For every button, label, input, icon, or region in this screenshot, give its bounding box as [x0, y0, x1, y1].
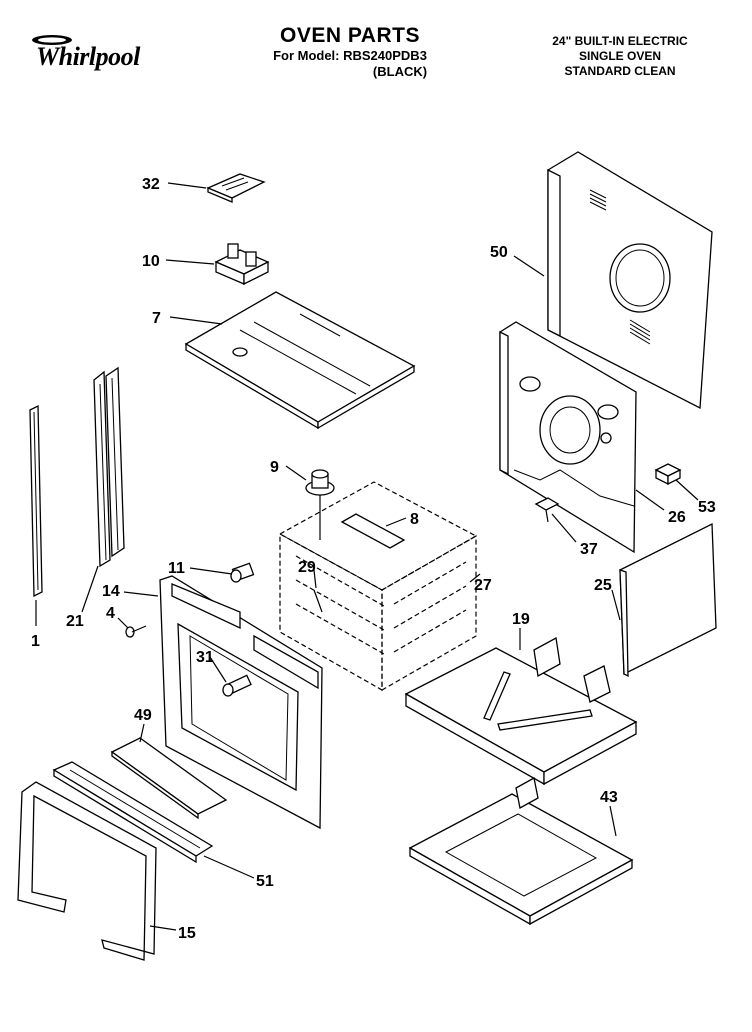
- part-53-bracket: [654, 463, 682, 486]
- callout-10: 10: [142, 253, 160, 270]
- callout-4: 4: [106, 605, 115, 622]
- part-19-oven-bottom: [404, 636, 638, 786]
- part-4-screw: [125, 625, 147, 638]
- callout-8: 8: [410, 511, 419, 528]
- brand-logo-text: Whirlpool: [36, 42, 140, 71]
- part-8-bake-element: [340, 513, 406, 549]
- callout-29: 29: [298, 559, 316, 576]
- spec-line-3: STANDARD CLEAN: [564, 64, 676, 78]
- callout-26: 26: [668, 509, 686, 526]
- callout-51: 51: [256, 873, 274, 890]
- part-1-strip: [29, 404, 43, 598]
- part-50-rear-panel: [547, 151, 713, 410]
- model-number: For Model: RBS240PDB3: [273, 48, 427, 63]
- callout-19: 19: [512, 611, 530, 628]
- callout-50: 50: [490, 244, 508, 261]
- part-11-lamp-socket: [230, 562, 255, 583]
- callout-labels: 32 10 7 50 9 8 53 26 37 11 29 27 25 14 4…: [31, 176, 716, 942]
- callout-14: 14: [102, 583, 120, 600]
- part-29-element: [313, 589, 323, 613]
- callout-37: 37: [580, 541, 598, 558]
- callout-31: 31: [196, 649, 214, 666]
- callout-53: 53: [698, 499, 716, 516]
- part-15-door-gasket: [17, 781, 157, 961]
- callout-9: 9: [270, 459, 279, 476]
- part-27-oven-cavity: [278, 481, 478, 692]
- part-32-label-plate: [206, 173, 266, 203]
- part-51-door-trim: [52, 761, 214, 864]
- callout-15: 15: [178, 925, 196, 942]
- part-21-side-trim: [93, 366, 125, 568]
- page-title: OVEN PARTS: [280, 24, 420, 47]
- model-color: (BLACK): [372, 64, 428, 79]
- spec-line-2: SINGLE OVEN: [578, 49, 661, 63]
- appliance-spec: 24" BUILT-IN ELECTRIC SINGLE OVEN STANDA…: [510, 34, 730, 79]
- part-37-sensor: [534, 497, 560, 523]
- part-9-vent: [305, 469, 335, 540]
- callout-32: 32: [142, 176, 160, 193]
- spec-line-1: 24" BUILT-IN ELECTRIC: [552, 34, 688, 48]
- callout-43: 43: [600, 789, 618, 806]
- whirlpool-logo-icon: [32, 35, 72, 45]
- part-14-front-frame: [159, 575, 323, 830]
- part-25-side-panel: [619, 522, 717, 678]
- part-49-vent-trim: [110, 737, 228, 820]
- callout-11: 11: [168, 560, 185, 577]
- callout-1: 1: [31, 633, 40, 650]
- part-43-bottom-tray: [408, 776, 634, 926]
- callout-7: 7: [152, 310, 161, 327]
- callout-25: 25: [594, 577, 612, 594]
- callout-21: 21: [66, 613, 84, 630]
- part-10-terminal-block: [214, 243, 270, 286]
- leader-lines: [35, 182, 699, 931]
- part-26-rear-inner-panel: [499, 321, 637, 554]
- part-7-top-shield: [184, 291, 416, 430]
- callout-49: 49: [134, 707, 152, 724]
- part-31-knob: [222, 674, 252, 697]
- callout-27: 27: [474, 577, 492, 594]
